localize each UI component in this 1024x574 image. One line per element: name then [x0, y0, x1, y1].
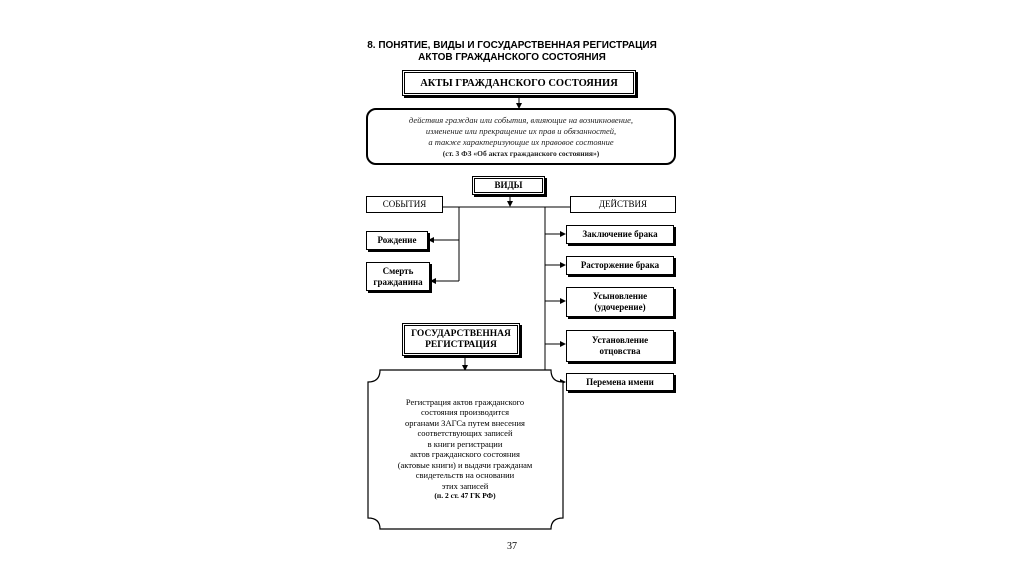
- definition-line-1: действия граждан или события, влияющие н…: [408, 114, 634, 125]
- actions-box: ДЕЙСТВИЯ: [570, 196, 676, 213]
- registration-header-line-2: РЕГИСТРАЦИЯ: [425, 339, 497, 350]
- types-label: ВИДЫ: [494, 180, 523, 190]
- page-title: 8. ПОНЯТИЕ, ВИДЫ И ГОСУДАРСТВЕННАЯ РЕГИС…: [0, 40, 1024, 64]
- registration-text-line-9: этих записей: [441, 480, 489, 491]
- registration-text-line-8: свидетельств на основании: [415, 470, 515, 480]
- registration-text-block: Регистрация актов гражданского состояния…: [378, 388, 552, 510]
- registration-text-line-7: (актовые книги) и выдачи гражданам: [397, 459, 533, 470]
- events-label: СОБЫТИЯ: [382, 199, 427, 209]
- registration-text-line-3: органами ЗАГСа путем внесения: [405, 417, 525, 428]
- types-box: ВИДЫ: [472, 176, 545, 195]
- acts-header-label: АКТЫ ГРАЖДАНСКОГО СОСТОЯНИЯ: [420, 77, 618, 89]
- action-divorce-label: Расторжение брака: [580, 260, 660, 270]
- title-line-2: АКТОВ ГРАЖДАНСКОГО СОСТОЯНИЯ: [418, 52, 606, 63]
- event-death-line-1: Смерть: [382, 265, 414, 276]
- action-name-change-box: Перемена имени: [566, 373, 674, 391]
- definition-box: действия граждан или события, влияющие н…: [366, 108, 676, 165]
- action-paternity-box: Установление отцовства: [566, 330, 674, 362]
- event-death-line-2: гражданина: [373, 276, 423, 287]
- action-name-change-label: Перемена имени: [586, 376, 654, 387]
- event-death-box: Смерть гражданина: [366, 262, 430, 291]
- registration-text-line-5: в книги регистрации: [427, 438, 503, 449]
- acts-header-box: АКТЫ ГРАЖДАНСКОГО СОСТОЯНИЯ: [402, 70, 636, 96]
- registration-header-line-1: ГОСУДАРСТВЕННАЯ: [411, 328, 511, 339]
- definition-line-2: изменение или прекращение их прав и обяз…: [425, 125, 617, 136]
- action-adoption-box: Усыновление (удочерение): [566, 287, 674, 317]
- actions-label: ДЕЙСТВИЯ: [598, 199, 648, 209]
- registration-frame: [367, 369, 564, 530]
- action-divorce-box: Расторжение брака: [566, 256, 674, 275]
- registration-text-line-1: Регистрация актов гражданского: [405, 396, 525, 407]
- events-box: СОБЫТИЯ: [366, 196, 443, 213]
- title-line-1: 8. ПОНЯТИЕ, ВИДЫ И ГОСУДАРСТВЕННАЯ РЕГИС…: [367, 40, 657, 51]
- action-paternity-line-1: Установление: [591, 335, 649, 345]
- action-marriage-label: Заключение брака: [582, 229, 658, 239]
- action-adoption-line-2: (удочерение): [594, 302, 646, 312]
- event-birth-box: Рождение: [366, 231, 428, 250]
- page-number: 37: [507, 541, 517, 552]
- action-paternity-line-2: отцовства: [599, 346, 641, 356]
- definition-reference: (ст. 3 ФЗ «Об актах гражданского состоян…: [442, 148, 600, 158]
- action-marriage-box: Заключение брака: [566, 225, 674, 244]
- registration-text-line-4: соответствующих записей: [417, 428, 513, 438]
- registration-header-box: ГОСУДАРСТВЕННАЯ РЕГИСТРАЦИЯ: [402, 323, 520, 356]
- definition-line-3: а также характеризующие их правовое сост…: [428, 136, 614, 147]
- registration-text-line-6: актов гражданского состояния: [410, 449, 520, 459]
- event-birth-label: Рождение: [377, 235, 417, 245]
- action-adoption-line-1: Усыновление: [592, 291, 648, 301]
- registration-reference: (п. 2 ст. 47 ГК РФ): [434, 491, 496, 500]
- registration-text-line-2: состояния производится: [420, 407, 510, 417]
